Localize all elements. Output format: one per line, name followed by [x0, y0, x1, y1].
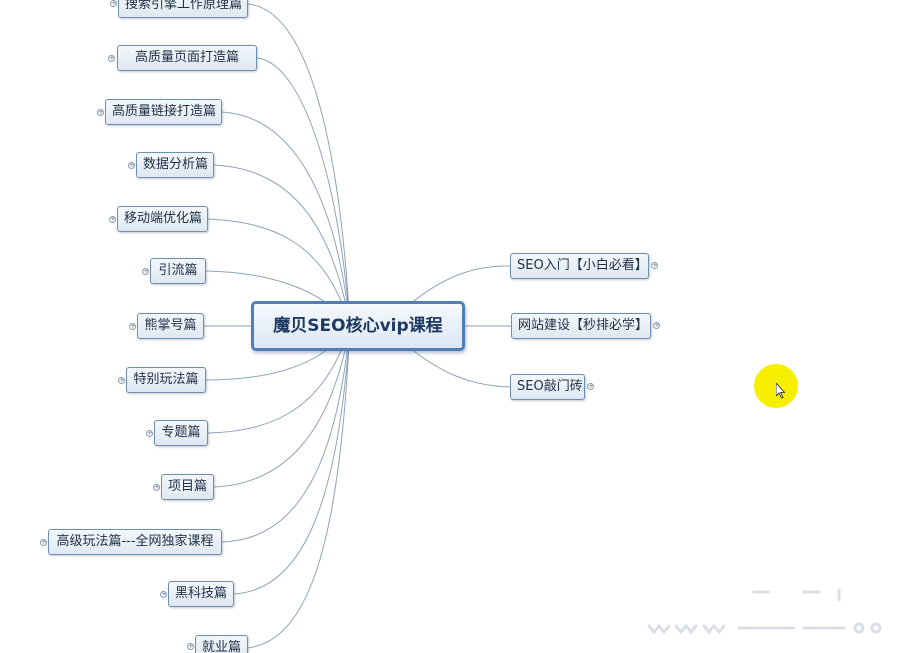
expand-plus-icon[interactable]: +: [40, 538, 47, 546]
branch-label: 黑科技篇: [175, 586, 228, 601]
expand-plus-icon[interactable]: +: [97, 108, 104, 116]
branch-label: 网站建设【秒排必学】: [518, 318, 649, 333]
branch-label: SEO入门【小白必看】: [517, 258, 648, 273]
connector-line: [233, 325, 351, 595]
expand-plus-icon[interactable]: +: [146, 429, 153, 437]
expand-plus-icon[interactable]: +: [153, 483, 160, 491]
connector-line: [221, 325, 351, 543]
branch-node-advanced-tactics[interactable]: 高级玩法篇---全网独家课程: [48, 529, 222, 555]
connector-line: [213, 164, 351, 327]
connector-line: [213, 325, 351, 488]
connector-line: [247, 325, 351, 649]
expand-plus-icon[interactable]: +: [128, 161, 135, 169]
connector-line: [207, 218, 351, 327]
expand-plus-icon[interactable]: +: [109, 215, 116, 223]
watermark-image: [647, 588, 882, 634]
branch-node-projects[interactable]: 项目篇: [161, 474, 214, 500]
branch-label: 高质量页面打造篇: [134, 50, 239, 65]
connector-line: [207, 325, 351, 434]
expand-plus-icon[interactable]: +: [118, 376, 125, 384]
branch-label: SEO敲门砖: [517, 379, 583, 394]
branch-node-quality-links[interactable]: 高质量链接打造篇: [105, 99, 222, 125]
branch-node-traffic[interactable]: 引流篇: [150, 258, 206, 284]
expand-plus-icon[interactable]: +: [129, 322, 136, 330]
branch-label: 搜索引擎工作原理篇: [125, 0, 243, 12]
expand-plus-icon[interactable]: +: [651, 261, 658, 269]
branch-label: 专题篇: [161, 425, 201, 440]
branch-node-site-building[interactable]: 网站建设【秒排必学】: [511, 313, 651, 339]
branch-label: 就业篇: [202, 640, 242, 653]
expand-plus-icon[interactable]: +: [110, 0, 117, 7]
expand-plus-icon[interactable]: +: [142, 267, 149, 275]
branch-node-quality-pages[interactable]: 高质量页面打造篇: [117, 45, 257, 71]
expand-plus-icon[interactable]: +: [108, 54, 115, 62]
branch-node-seo-intro[interactable]: SEO入门【小白必看】: [510, 253, 649, 279]
branch-label: 数据分析篇: [143, 157, 209, 172]
branch-node-topics[interactable]: 专题篇: [154, 420, 208, 446]
expand-plus-icon[interactable]: +: [653, 321, 660, 329]
connector-line: [409, 265, 511, 305]
branch-label: 引流篇: [158, 263, 198, 278]
connector-line: [256, 57, 351, 327]
expand-plus-icon[interactable]: +: [587, 382, 594, 390]
branch-node-employment[interactable]: 就业篇: [195, 635, 248, 653]
connector-line: [247, 3, 351, 327]
branch-node-search-engine-principles[interactable]: 搜索引擎工作原理篇: [118, 0, 248, 18]
mouse-pointer-icon: [776, 383, 786, 399]
branch-label: 项目篇: [168, 479, 208, 494]
expand-plus-icon[interactable]: +: [187, 642, 194, 650]
expand-plus-icon[interactable]: +: [160, 590, 167, 598]
branch-node-data-analysis[interactable]: 数据分析篇: [136, 152, 214, 178]
central-topic[interactable]: 魔贝SEO核心vip课程: [251, 301, 465, 351]
branch-label: 高级玩法篇---全网独家课程: [56, 534, 214, 549]
branch-label: 移动端优化篇: [124, 211, 203, 226]
branch-node-seo-stepping-stone[interactable]: SEO敲门砖: [510, 374, 585, 400]
branch-node-mobile-optimization[interactable]: 移动端优化篇: [117, 206, 208, 232]
branch-node-xiongzhang[interactable]: 熊掌号篇: [137, 313, 204, 339]
branch-label: 高质量链接打造篇: [112, 104, 217, 119]
central-topic-label: 魔贝SEO核心vip课程: [273, 316, 443, 336]
connector-line: [221, 111, 351, 327]
branch-node-special-tactics[interactable]: 特别玩法篇: [126, 367, 206, 393]
branch-label: 特别玩法篇: [133, 372, 199, 387]
branch-node-black-tech[interactable]: 黑科技篇: [168, 581, 234, 607]
branch-label: 熊掌号篇: [144, 318, 197, 333]
connector-line: [409, 347, 511, 388]
